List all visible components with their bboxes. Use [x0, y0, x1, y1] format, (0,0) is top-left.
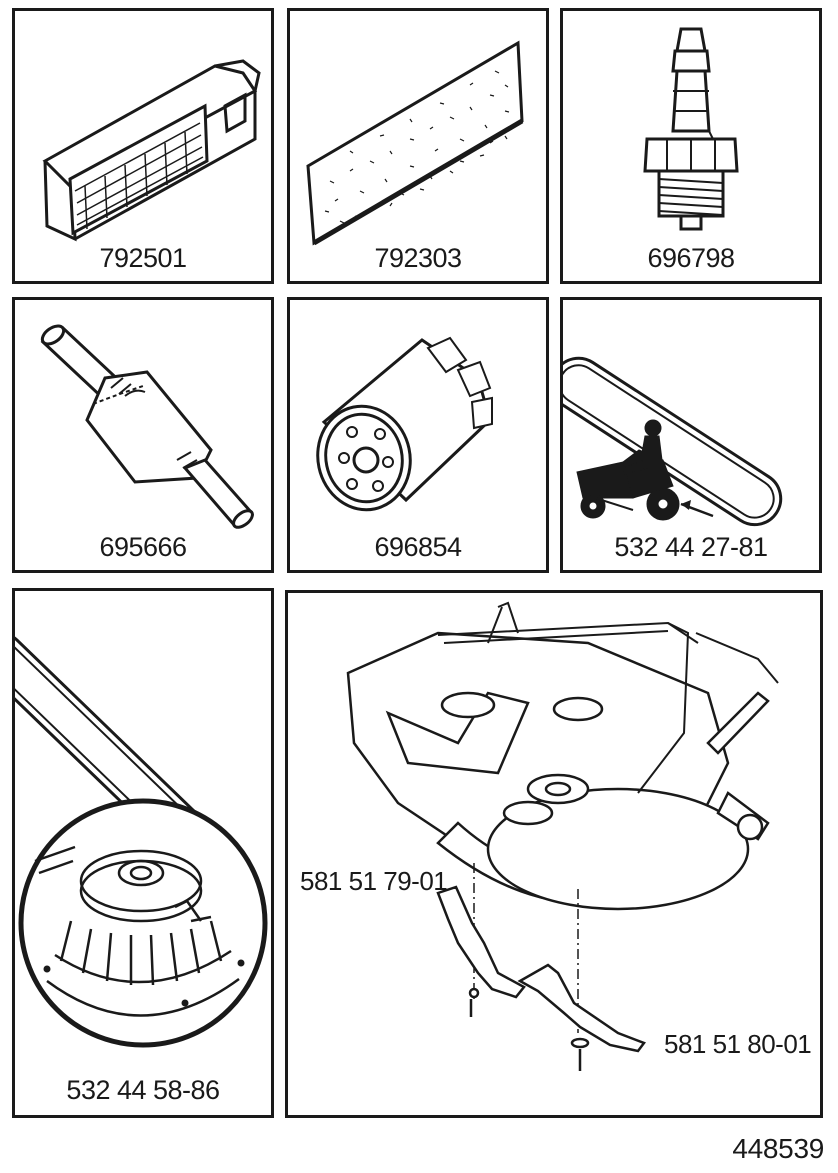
- part-panel-mower-deck: 581 51 79-01 581 51 80-01: [285, 590, 823, 1118]
- part-number: 695666: [99, 532, 187, 562]
- blade-right-part-number: 581 51 80-01: [664, 1029, 812, 1059]
- part-number: 792501: [99, 243, 187, 273]
- part-number: 696854: [374, 532, 462, 562]
- part-panel-deck-belt-pulley: 532 44 58-86: [12, 588, 274, 1118]
- part-panel-air-filter: 792501: [12, 8, 274, 284]
- part-number: 532 44 27-81: [614, 532, 768, 562]
- part-number: 696798: [647, 243, 735, 273]
- part-panel-fuel-filter: 695666: [12, 297, 274, 573]
- spark-plug-icon: [563, 11, 819, 281]
- part-panel-pre-filter: 792303: [287, 8, 549, 284]
- blade-left-part-number: 581 51 79-01: [300, 866, 448, 896]
- part-number: 532 44 58-86: [66, 1075, 220, 1105]
- fuel-filter-icon: [15, 300, 271, 570]
- air-filter-icon: [15, 11, 271, 281]
- part-panel-oil-filter: 696854: [287, 297, 549, 573]
- pre-filter-icon: [290, 11, 546, 281]
- deck-belt-pulley-icon: [15, 591, 271, 1115]
- mower-deck-icon: [288, 593, 820, 1115]
- part-panel-spark-plug: 696798: [560, 8, 822, 284]
- drive-belt-icon: [563, 300, 819, 570]
- oil-filter-icon: [290, 300, 546, 570]
- part-number: 792303: [374, 243, 462, 273]
- part-panel-drive-belt: 532 44 27-81: [560, 297, 822, 573]
- blade-right-icon: [520, 965, 644, 1071]
- blade-left-icon: [438, 887, 524, 1017]
- figure-number: 448539: [732, 1133, 824, 1164]
